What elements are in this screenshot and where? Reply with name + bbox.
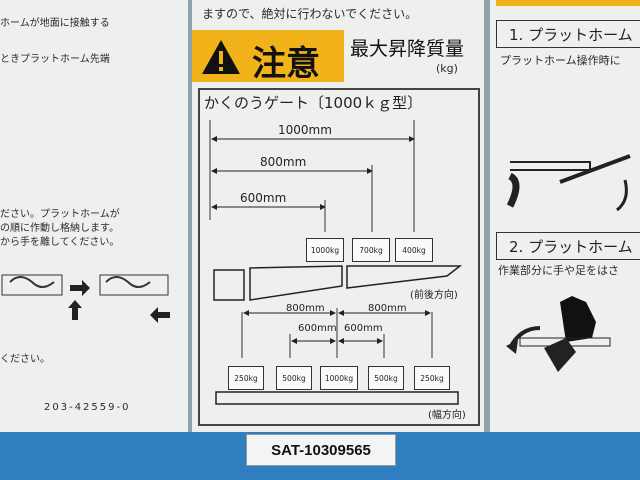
load-diagram-frame xyxy=(198,88,480,426)
max-load-unit: (kg) xyxy=(436,62,458,75)
hand-pinch-warning-illustration xyxy=(506,296,611,372)
weight-box-250kg-right: 250kg xyxy=(414,366,450,390)
weight-box-500kg-left: 500kg xyxy=(276,366,312,390)
step2-header: 2. プラットホーム xyxy=(496,232,640,260)
width-direction-label: (幅方向) xyxy=(428,410,466,421)
vehicle-id-stamp: SAT-10309565 xyxy=(246,434,396,466)
step1-desc: プラットホーム操作時に xyxy=(500,54,621,67)
max-load-title: 最大昇降質量 xyxy=(350,38,465,60)
front-back-label: (前後方向) xyxy=(410,290,458,301)
dim-600mm: 600mm xyxy=(240,191,287,205)
left-text-6: ください。 xyxy=(0,354,50,365)
step2-title: 2. プラットホーム xyxy=(509,238,633,256)
right-caution-strip xyxy=(496,0,640,6)
load-diagram xyxy=(209,120,463,405)
step1-header: 1. プラットホーム xyxy=(496,20,640,48)
step2-desc: 作業部分に手や足をはさ xyxy=(498,264,619,277)
warning-text: ますので、絶対に行わないでください。 xyxy=(202,7,418,21)
dim-w-800mm-left: 800mm xyxy=(286,303,325,314)
left-text-4: の順に作動し格納します。 xyxy=(0,223,119,234)
dim-w-800mm-right: 800mm xyxy=(368,303,407,314)
left-text-5: から手を離してください。 xyxy=(0,237,120,248)
latch-illustration xyxy=(1,274,170,323)
weight-box-1000kg-center: 1000kg xyxy=(320,366,358,390)
gate-type-heading: かくのうゲート〔1000ｋｇ型〕 xyxy=(204,94,423,112)
left-sticker: ホームが地面に接触する ときプラットホーム先端 ださい。プラットホームが の順に… xyxy=(0,0,188,432)
dim-800mm: 800mm xyxy=(260,155,307,169)
caution-label: 注意 xyxy=(252,44,320,84)
platform-lift-illustration xyxy=(506,154,631,212)
weight-box-500kg-right: 500kg xyxy=(368,366,404,390)
weight-box-700kg: 700kg xyxy=(352,238,390,262)
center-sticker: ますので、絶対に行わないでください。 注意 最大昇降質量 (kg) かくのうゲー… xyxy=(192,0,484,432)
weight-box-1000kg: 1000kg xyxy=(306,238,344,262)
part-code: 203-42559-0 xyxy=(44,402,131,413)
warning-triangle-icon xyxy=(202,40,240,74)
weight-box-250kg-left: 250kg xyxy=(228,366,264,390)
left-text-1: ホームが地面に接触する xyxy=(0,18,110,29)
right-sticker: 1. プラットホーム プラットホーム操作時に 2. プラットホーム 作業部分に手… xyxy=(490,0,640,432)
caution-banner: 注意 xyxy=(192,30,344,84)
step1-title: 1. プラットホーム xyxy=(509,26,633,44)
left-text-2: ときプラットホーム先端 xyxy=(0,54,110,65)
dim-w-600mm-right: 600mm xyxy=(344,323,383,334)
dim-w-600mm-left: 600mm xyxy=(298,323,337,334)
left-text-3: ださい。プラットホームが xyxy=(0,209,120,220)
weight-box-400kg: 400kg xyxy=(395,238,433,262)
dim-1000mm: 1000mm xyxy=(278,123,332,137)
